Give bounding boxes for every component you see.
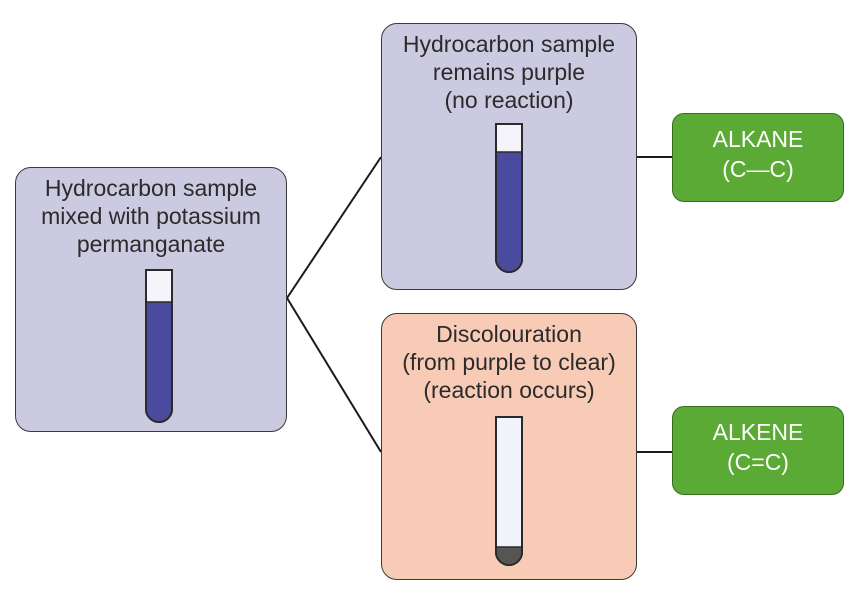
- start-box-text: Hydrocarbon sample mixed with potassium …: [16, 168, 286, 258]
- no-reaction-line-2: remains purple: [432, 59, 586, 85]
- no-reaction-box: Hydrocarbon sample remains purple (no re…: [381, 23, 637, 290]
- alkene-result-box: ALKENE (C=C): [672, 406, 844, 495]
- start-line-2: mixed with potassium: [41, 203, 261, 229]
- no-reaction-line-3: (no reaction): [444, 87, 574, 113]
- start-box: Hydrocarbon sample mixed with potassium …: [15, 167, 287, 432]
- alkane-name: ALKANE: [712, 126, 804, 152]
- reaction-line-2: (from purple to clear): [402, 349, 616, 375]
- test-tube-purple-full: [145, 269, 173, 423]
- reaction-line-3: (reaction occurs): [423, 377, 595, 403]
- alkene-bond: (C=C): [727, 449, 789, 475]
- start-line-1: Hydrocarbon sample: [44, 175, 258, 201]
- start-line-3: permanganate: [76, 231, 226, 257]
- alkene-name: ALKENE: [712, 419, 804, 445]
- alkane-bond: (C—C): [722, 156, 794, 182]
- test-tube-remains-purple: [495, 123, 523, 273]
- alkene-result-text: ALKENE (C=C): [673, 407, 843, 477]
- alkane-result-box: ALKANE (C—C): [672, 113, 844, 202]
- alkane-result-text: ALKANE (C—C): [673, 114, 843, 184]
- no-reaction-line-1: Hydrocarbon sample: [402, 31, 616, 57]
- reaction-box-text: Discolouration (from purple to clear) (r…: [382, 314, 636, 404]
- connector-to-reaction: [286, 297, 382, 453]
- reaction-line-1: Discolouration: [436, 321, 582, 347]
- no-reaction-box-text: Hydrocarbon sample remains purple (no re…: [382, 24, 636, 114]
- connector-to-no-reaction: [286, 156, 382, 299]
- test-tube-clear: [495, 416, 523, 566]
- reaction-box: Discolouration (from purple to clear) (r…: [381, 313, 637, 580]
